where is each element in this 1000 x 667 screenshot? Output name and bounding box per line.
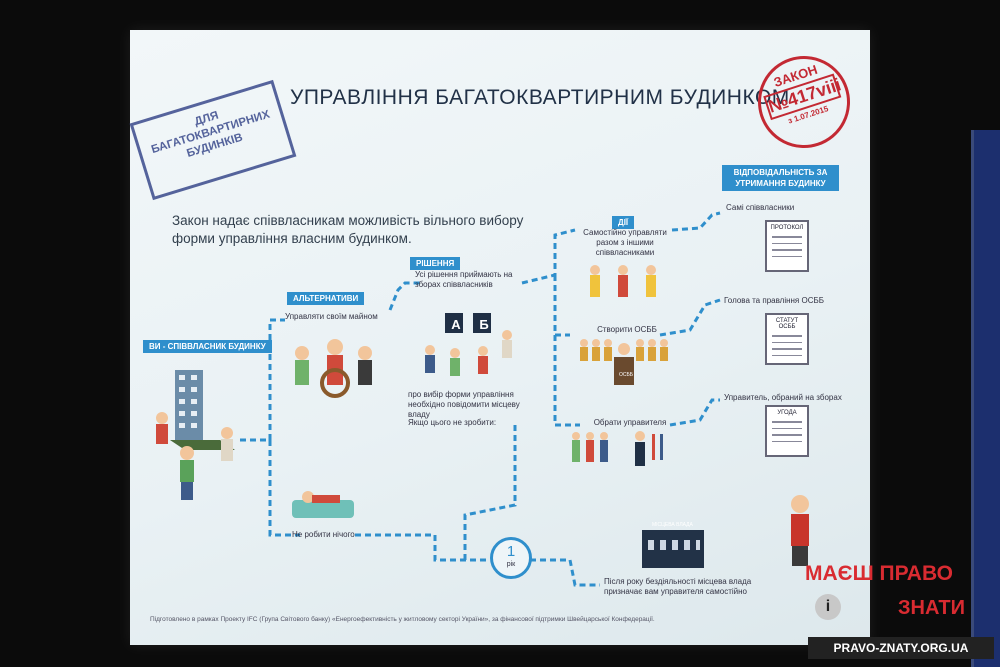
osbb-meeting-illustration [580, 339, 668, 385]
resp-self-label: Самі співвласники [726, 203, 795, 212]
statute-document: СТАТУТ ОСББ [765, 313, 809, 365]
ballot-a: А [451, 317, 461, 332]
info-icon: i [815, 594, 841, 620]
contract-document: УГОДА [765, 405, 809, 457]
watermark-line2: ЗНАТИ [898, 597, 966, 619]
decision-badge: РІШЕННЯ [410, 257, 461, 270]
decision-text: Усі рішення приймають на зборах співвлас… [415, 270, 513, 289]
resp-manager-label: Управитель, обраний на зборах [724, 393, 842, 402]
one-year-number: 1 [506, 543, 516, 560]
owner-badge: ВИ - СПІВВЛАСНИК БУДИНКУ [143, 340, 272, 353]
protocol-document-title: ПРОТОКОЛ [770, 225, 804, 231]
slide-footer: Підготовлено в рамках Проекту IFC (Група… [150, 616, 655, 623]
manager-candidates-illustration [572, 431, 663, 466]
sofa-illustration [292, 491, 354, 518]
slide-title: УПРАВЛІННЯ БАГАТОКВАРТИРНИМ БУДИНКОМ [290, 86, 790, 109]
action-manager-text: Обрати управителя [593, 418, 667, 427]
if-not-text: Якщо цього не зробити: [408, 418, 497, 427]
responsibility-badge: ВІДПОВІДАЛЬНІСТЬ ЗА УТРИМАННЯ БУДИНКУ [722, 165, 839, 191]
people-at-helm-illustration [295, 339, 372, 398]
notify-text: про вибір форми управління необхідно пов… [408, 390, 520, 419]
resp-osbb-label: Голова та правління ОСББ [724, 296, 824, 305]
one-year-label: рік [506, 561, 516, 568]
alternatives-badge: АЛЬТЕРНАТИВИ [287, 292, 365, 305]
intro-text: Закон надає співвласникам можливість віл… [172, 213, 524, 246]
alt-manage-label: Управляти своїм майном [285, 312, 378, 321]
statute-document-title: СТАТУТ ОСББ [775, 318, 799, 330]
voting-illustration [425, 313, 512, 376]
watermark-line1: МАЄШ ПРАВО [805, 562, 953, 585]
protocol-document: ПРОТОКОЛ [765, 220, 809, 272]
building-illustration [156, 370, 235, 500]
osbb-sign: ОСББ [618, 372, 634, 378]
side-panel [971, 130, 1000, 667]
alt-nothing-label: Не робити нічого [292, 530, 355, 539]
local-authority-building [642, 530, 704, 568]
appointed-manager-illustration [791, 495, 809, 566]
workers-illustration [590, 265, 656, 297]
action-self-text: Самостійно управляти разом з іншими спів… [583, 228, 667, 257]
ballot-b: Б [479, 317, 489, 332]
one-year-circle: 1 рік [490, 537, 532, 579]
after-year-text: Після року бездіяльності місцева влада п… [604, 577, 752, 596]
actions-badge: ДІЇ [612, 216, 635, 229]
authority-label: МІСЦЕВА ВЛАДА [652, 522, 693, 528]
watermark-url[interactable]: PRAVO-ZNATY.ORG.UA [808, 637, 994, 659]
action-osbb-text: Створити ОСББ [597, 325, 657, 334]
contract-document-title: УГОДА [777, 410, 797, 416]
